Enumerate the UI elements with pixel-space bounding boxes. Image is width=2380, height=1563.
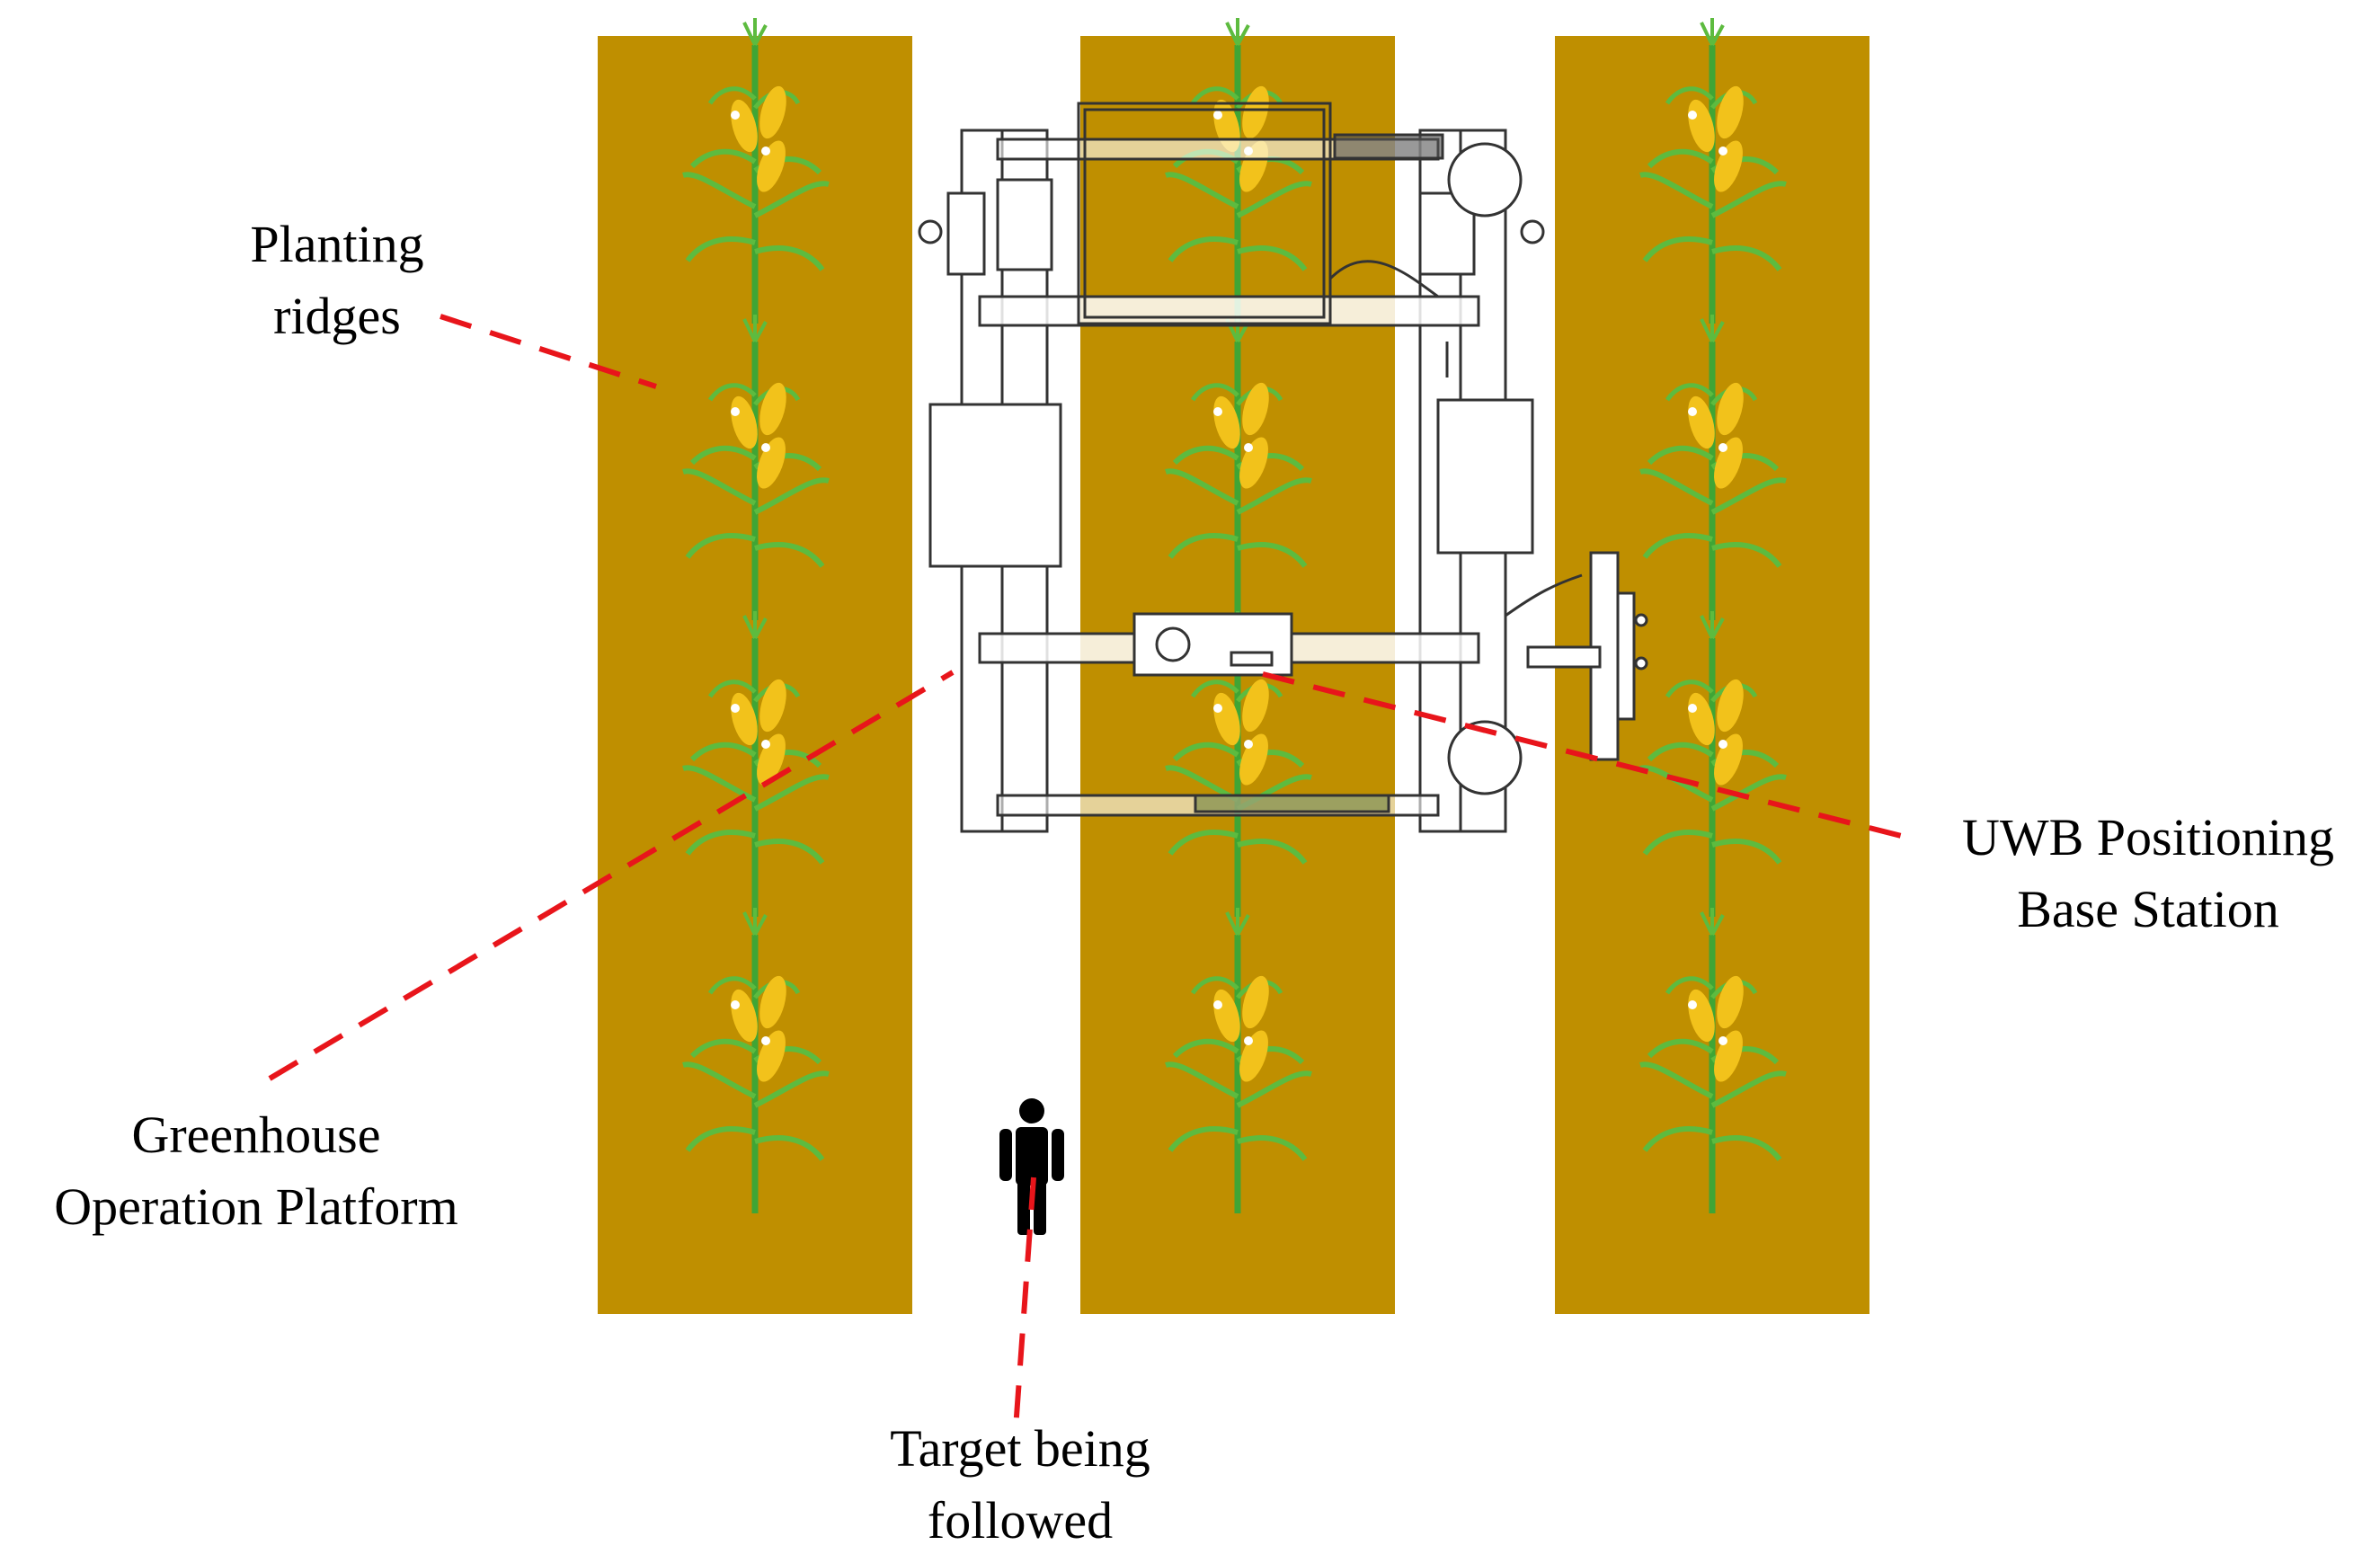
platform-top-view bbox=[918, 102, 1583, 833]
uwb-base-station-icon bbox=[1526, 551, 1648, 761]
label-greenhouse-platform-line1: Greenhouse bbox=[131, 1106, 381, 1164]
leader-greenhouse-platform bbox=[268, 670, 955, 1081]
label-target-line1: Target being bbox=[890, 1419, 1150, 1478]
label-greenhouse-platform-line2: Operation Platform bbox=[54, 1177, 458, 1236]
label-uwb-station: UWB Positioning Base Station bbox=[1923, 802, 2373, 946]
label-uwb-station-line1: UWB Positioning bbox=[1961, 808, 2335, 866]
label-target-line2: followed bbox=[927, 1491, 1114, 1550]
label-target: Target being followed bbox=[840, 1413, 1200, 1557]
label-greenhouse-platform: Greenhouse Operation Platform bbox=[9, 1099, 503, 1243]
leader-planting-ridges bbox=[440, 314, 657, 389]
leader-uwb-station bbox=[1262, 671, 1920, 843]
label-uwb-station-line2: Base Station bbox=[2017, 880, 2279, 938]
label-planting-ridges: Planting ridges bbox=[202, 209, 472, 352]
person-icon bbox=[999, 1098, 1064, 1235]
leader-target bbox=[1013, 1177, 1036, 1430]
label-planting-ridges-line1: Planting bbox=[250, 215, 424, 273]
label-planting-ridges-line2: ridges bbox=[273, 287, 401, 345]
